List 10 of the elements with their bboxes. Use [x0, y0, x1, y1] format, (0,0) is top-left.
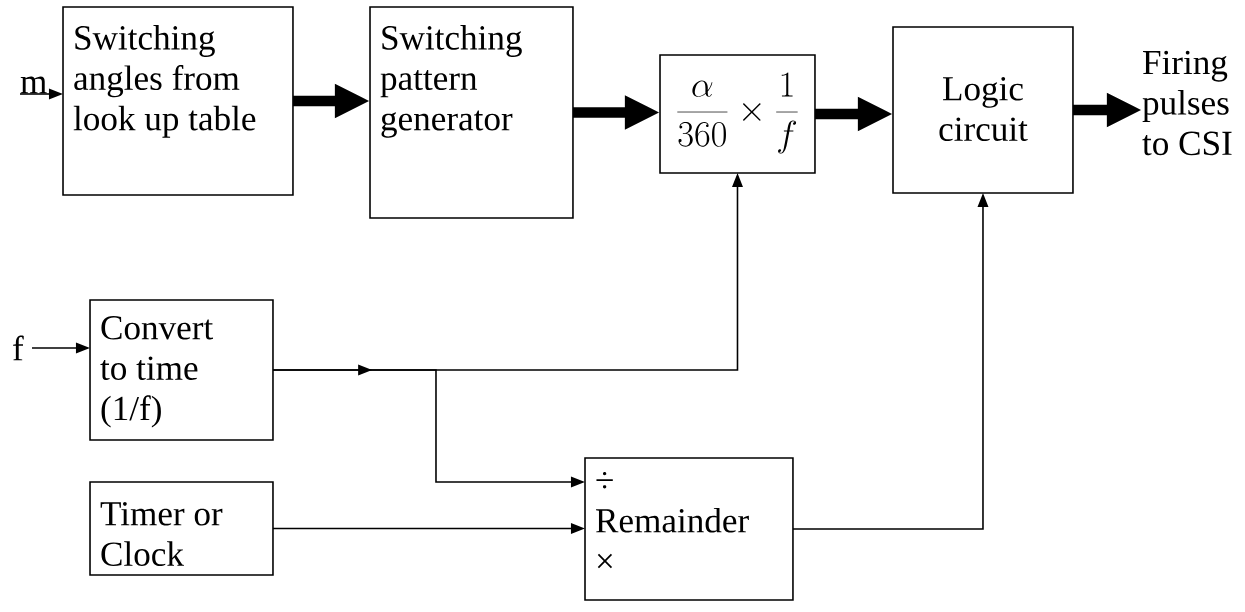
process-box: ÷ Remainder ×	[584, 457, 794, 601]
output-label: Firing pulses to CSI	[1142, 50, 1232, 156]
process-box: Logic circuit	[892, 26, 1074, 194]
process-box: Switching angles from look up table	[62, 6, 294, 196]
formula-box: $\frac{\alpha}{360}\times\frac{1}{f}$	[659, 54, 816, 174]
input-label: m	[20, 76, 47, 94]
process-box: Convert to time (1/f)	[89, 299, 274, 441]
process-box: Timer or Clock	[89, 481, 274, 576]
input-label: f	[13, 335, 24, 361]
process-box: Switching pattern generator	[369, 6, 574, 219]
